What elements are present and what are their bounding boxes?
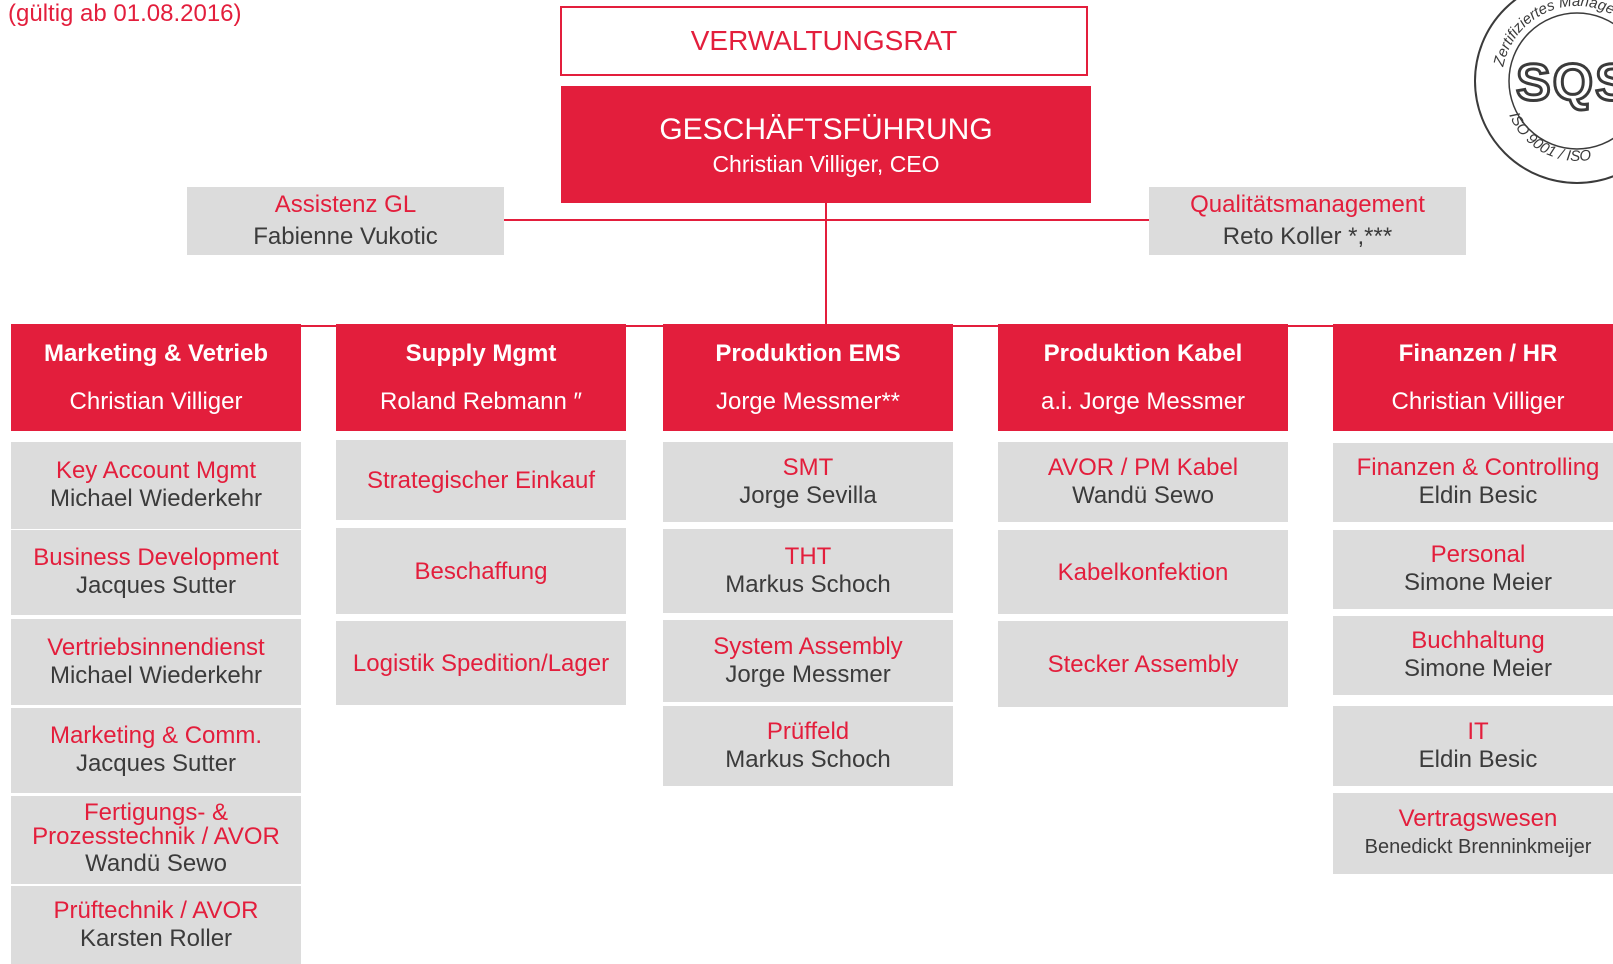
board-box: VERWALTUNGSRAT <box>560 6 1088 76</box>
unit-box-marketing-comm: Marketing & Comm.Jacques Sutter <box>11 708 301 793</box>
unit-person: Markus Schoch <box>725 570 891 598</box>
unit-title: Buchhaltung <box>1411 627 1545 654</box>
unit-title: Stecker Assembly <box>1047 650 1239 678</box>
unit-title: Kabelkonfektion <box>1057 558 1229 586</box>
unit-title: Beschaffung <box>414 557 548 585</box>
certificate-seal: Zertifiziertes Manage ISO 9001 / ISO SQS <box>1474 0 1613 184</box>
unit-person: Jacques Sutter <box>75 572 237 599</box>
management-person: Christian Villiger, CEO <box>712 150 940 177</box>
staff-box-assistenz: Assistenz GL Fabienne Vukotic <box>187 187 504 255</box>
certificate-bottom-text: ISO 9001 / ISO <box>1505 110 1592 165</box>
unit-person: Wandü Sewo <box>1072 481 1214 509</box>
unit-box-stecker-assembly: Stecker Assembly <box>998 621 1288 707</box>
unit-title: Marketing & Comm. <box>49 722 263 749</box>
unit-title: THT <box>784 542 832 570</box>
unit-person: Eldin Besic <box>1418 745 1538 773</box>
unit-title: Vertragswesen <box>1398 805 1558 832</box>
unit-title: Prüftechnik / AVOR <box>53 896 259 924</box>
unit-title: SMT <box>782 453 834 481</box>
department-header-finanzen-hr: Finanzen / HR Christian Villiger <box>1333 324 1613 431</box>
unit-title: Prüffeld <box>766 717 850 745</box>
unit-person: Jorge Messmer <box>725 660 891 688</box>
staff-person: Fabienne Vukotic <box>253 223 438 250</box>
department-title: Produktion Kabel <box>1043 339 1243 367</box>
staff-title: Assistenz GL <box>274 191 417 218</box>
unit-person: Markus Schoch <box>725 745 891 773</box>
unit-box-strategischer-einkauf: Strategischer Einkauf <box>336 440 626 520</box>
department-title: Produktion EMS <box>715 339 901 367</box>
staff-person: Reto Koller *,*** <box>1222 223 1393 250</box>
unit-title: AVOR / PM Kabel <box>1047 453 1239 481</box>
unit-title: Key Account Mgmt <box>55 457 257 484</box>
department-head: Christian Villiger <box>1391 387 1565 415</box>
certificate-seal-graphic: Zertifiziertes Manage ISO 9001 / ISO SQS <box>1490 0 1613 165</box>
unit-person: Eldin Besic <box>1418 482 1538 509</box>
staff-title: Qualitätsmanagement <box>1190 191 1425 218</box>
unit-box-logistik-spedition-lager: Logistik Spedition/Lager <box>336 621 626 705</box>
unit-person: Karsten Roller <box>79 924 233 952</box>
unit-person: Jacques Sutter <box>75 750 237 777</box>
unit-person: Benedickt Brenninkmeijer <box>1364 836 1592 858</box>
validity-note: (gültig ab 01.08.2016) <box>8 0 242 27</box>
unit-title: Finanzen & Controlling <box>1356 454 1600 481</box>
unit-title: Personal <box>1430 541 1526 568</box>
management-box: GESCHÄFTSFÜHRUNG Christian Villiger, CEO <box>561 86 1091 203</box>
unit-person: Simone Meier <box>1403 569 1553 596</box>
svg-text:ISO 9001 / ISO: ISO 9001 / ISO <box>1505 110 1592 165</box>
department-head: a.i. Jorge Messmer <box>1040 387 1246 415</box>
unit-title: System Assembly <box>713 632 903 660</box>
unit-person: Jorge Sevilla <box>739 481 877 509</box>
management-title: GESCHÄFTSFÜHRUNG <box>659 112 993 146</box>
unit-person: Michael Wiederkehr <box>49 485 263 512</box>
department-header-produktion-kabel: Produktion Kabel a.i. Jorge Messmer <box>998 324 1288 431</box>
unit-person: Simone Meier <box>1403 655 1553 682</box>
unit-title: Fertigungs- & Prozesstechnik / AVOR <box>32 799 280 850</box>
department-head: Roland Rebmann ″ <box>380 387 582 415</box>
unit-title: IT <box>1467 717 1489 745</box>
unit-person: Michael Wiederkehr <box>49 661 263 689</box>
department-head: Christian Villiger <box>69 387 243 415</box>
staff-box-qualitaet: Qualitätsmanagement Reto Koller *,*** <box>1149 187 1466 255</box>
certificate-logo: SQS <box>1516 54 1613 112</box>
connector-trunk-vertical <box>825 203 827 327</box>
unit-box-beschaffung: Beschaffung <box>336 528 626 614</box>
unit-box-kabelkonfektion: Kabelkonfektion <box>998 530 1288 614</box>
department-title: Supply Mgmt <box>405 339 557 367</box>
unit-title: Vertriebsinnendienst <box>47 633 265 661</box>
unit-title: Strategischer Einkauf <box>366 466 596 494</box>
department-header-produktion-ems: Produktion EMS Jorge Messmer** <box>663 324 953 431</box>
department-title: Marketing & Vetrieb <box>43 339 269 367</box>
unit-title: Business Development <box>33 544 279 571</box>
unit-title: Logistik Spedition/Lager <box>352 649 610 677</box>
unit-person: Wandü Sewo <box>85 850 227 877</box>
department-head: Jorge Messmer** <box>715 387 901 415</box>
department-title: Finanzen / HR <box>1398 339 1558 367</box>
